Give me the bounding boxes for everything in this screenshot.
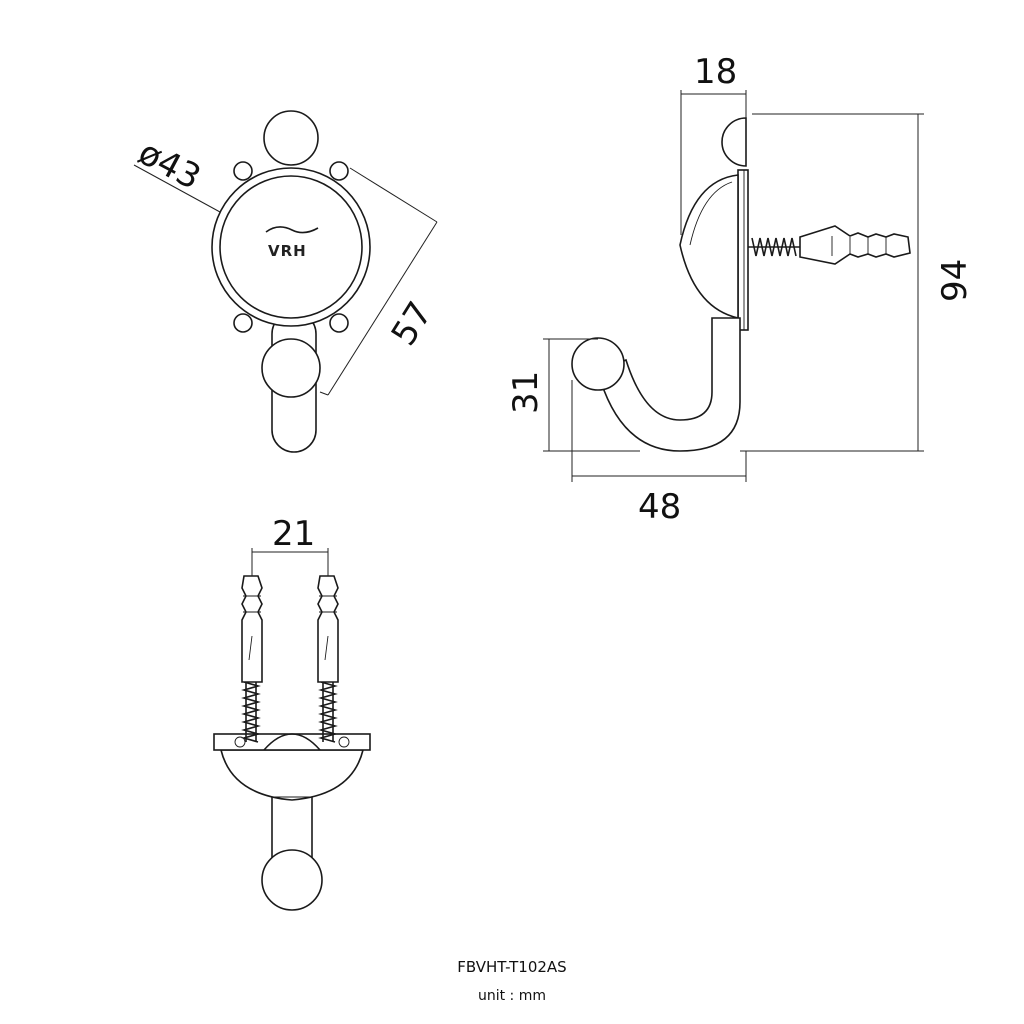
unit-label: unit : mm xyxy=(477,988,547,1004)
front-view: VRH ø43 57 xyxy=(132,110,441,453)
dim-depth: 18 xyxy=(694,52,737,92)
side-view: 18 94 31 48 xyxy=(506,52,975,527)
top-view: 21 xyxy=(213,514,371,911)
dim-diagonal: 57 xyxy=(384,295,441,353)
dim-projection: 48 xyxy=(638,487,681,527)
dim-diameter: ø43 xyxy=(132,133,207,198)
dim-height: 94 xyxy=(935,259,975,302)
logo-wave-icon xyxy=(265,226,319,234)
dim-hook-drop: 31 xyxy=(506,371,546,414)
logo-text: VRH xyxy=(268,242,307,260)
dim-screw-spacing: 21 xyxy=(272,514,315,554)
model-number: FBVHT-T102AS xyxy=(457,958,567,976)
